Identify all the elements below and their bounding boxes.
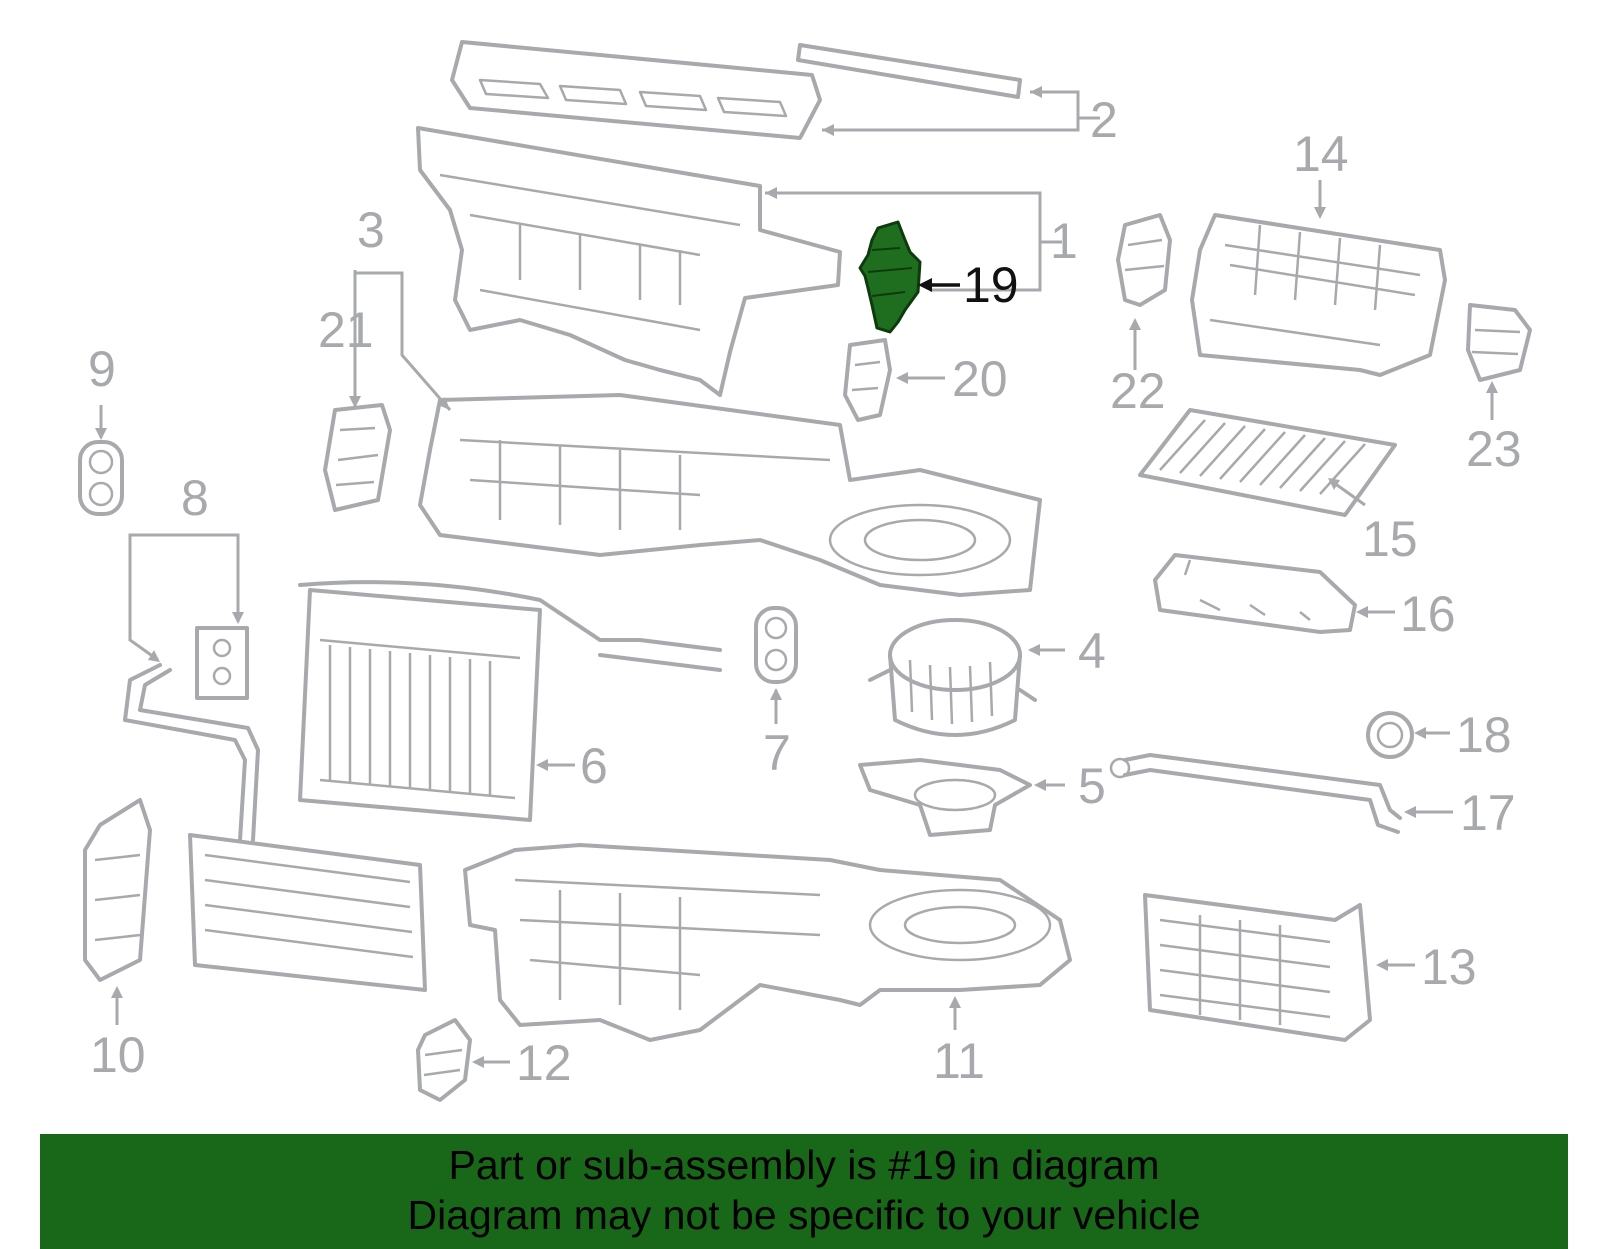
banner-line-1: Part or sub-assembly is #19 in diagram <box>448 1142 1160 1188</box>
callout-12: 12 <box>516 1035 572 1091</box>
part-13-blower-resistor <box>1143 893 1372 1042</box>
part-18-grommet <box>1366 711 1414 759</box>
callout-10: 10 <box>90 1027 146 1083</box>
part-14-housing <box>1190 213 1447 377</box>
callout-23: 23 <box>1466 421 1522 477</box>
callout-17: 17 <box>1460 785 1516 841</box>
callout-16: 16 <box>1400 586 1456 642</box>
callout-labels: 1 2 3 4 5 6 7 8 9 10 11 12 13 14 15 16 1… <box>88 92 1522 1091</box>
part-11-lower-housing <box>463 843 1072 1042</box>
callout-20: 20 <box>952 351 1008 407</box>
banner-line-2: Diagram may not be specific to your vehi… <box>407 1192 1201 1238</box>
callout-3: 3 <box>357 202 385 258</box>
part-5-blower-ring <box>858 758 1032 837</box>
part-17-drain-tube <box>1109 753 1402 834</box>
part-21-actuator <box>323 403 392 512</box>
callout-4: 4 <box>1078 623 1106 679</box>
part-19-highlighted <box>858 220 922 334</box>
callout-7: 7 <box>763 725 791 781</box>
part-3-housing <box>418 393 1042 597</box>
callout-9: 9 <box>88 341 116 397</box>
part-9-grommet <box>78 440 124 516</box>
leader-lines <box>95 86 1498 1068</box>
callout-22: 22 <box>1110 363 1166 419</box>
callout-8: 8 <box>181 470 209 526</box>
callout-15: 15 <box>1362 511 1418 567</box>
part-23-actuator <box>1466 303 1532 382</box>
part-16-filter-door <box>1153 553 1357 634</box>
callout-6: 6 <box>580 738 608 794</box>
info-banner: Part or sub-assembly is #19 in diagram D… <box>40 1134 1568 1249</box>
part-12-sensor <box>416 1018 472 1102</box>
callout-5: 5 <box>1078 758 1106 814</box>
part-10-bracket <box>83 663 260 982</box>
callout-18: 18 <box>1456 707 1512 763</box>
callout-13: 13 <box>1421 939 1477 995</box>
part-8-seal-pad <box>195 626 249 700</box>
part-22-actuator <box>1116 213 1172 307</box>
part-6-evaporator <box>298 580 722 822</box>
part-1-upper-housing <box>416 126 842 397</box>
part-4-blower-motor <box>868 618 1037 737</box>
callout-1: 1 <box>1050 213 1078 269</box>
callout-11: 11 <box>933 1033 985 1089</box>
callout-14: 14 <box>1293 126 1349 182</box>
part-7-grommet <box>754 606 798 684</box>
part-15-cabin-filter <box>1138 408 1397 517</box>
callout-2: 2 <box>1090 92 1118 148</box>
callout-19: 19 <box>963 257 1019 313</box>
callout-21: 21 <box>318 302 374 358</box>
part-2-duct <box>450 40 1022 140</box>
part-20-bracket <box>843 338 892 422</box>
heater-core <box>188 833 427 992</box>
